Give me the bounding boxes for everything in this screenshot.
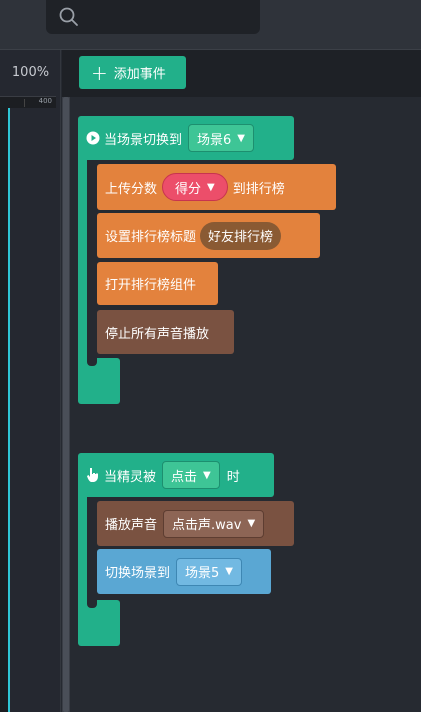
workspace-header: + 添加事件 <box>62 50 421 97</box>
upload-score-block[interactable]: 上传分数 得分 ▼ 到排行榜 <box>97 164 336 210</box>
dropdown-arrow-icon: ▼ <box>247 518 256 529</box>
top-bar <box>0 0 421 50</box>
dropdown-arrow-icon: ▼ <box>207 181 215 193</box>
stop-sounds-block[interactable]: 停止所有声音播放 <box>97 310 234 354</box>
end-cap-notch <box>87 358 97 366</box>
ruler: 400 <box>0 96 56 108</box>
target-scene-value: 场景5 <box>185 566 220 581</box>
event-trigger-label: 当精灵被 <box>104 469 157 485</box>
event-rail <box>78 140 87 365</box>
dropdown-arrow-icon: ▼ <box>237 132 245 144</box>
scroll-thumb[interactable] <box>63 97 69 712</box>
dropdown-arrow-icon: ▼ <box>203 469 211 481</box>
hand-pointer-icon <box>87 468 98 482</box>
open-label: 打开排行榜组件 <box>105 278 197 293</box>
action-dropdown[interactable]: 点击 ▼ <box>162 461 220 489</box>
end-cap-notch <box>87 600 97 608</box>
ruler-tick <box>24 99 25 107</box>
scene-value: 场景6 <box>197 132 232 148</box>
ruler-strip <box>0 108 8 712</box>
score-variable-dropdown[interactable]: 得分 ▼ <box>162 173 228 201</box>
vertical-guide <box>8 108 10 712</box>
upload-suffix: 到排行榜 <box>232 181 285 197</box>
add-event-label: 添加事件 <box>113 67 166 82</box>
add-event-button[interactable]: + 添加事件 <box>79 56 186 89</box>
plus-icon: + <box>91 60 108 85</box>
sound-dropdown[interactable]: 点击声.wav ▼ <box>163 509 265 538</box>
event-rail <box>78 476 87 606</box>
title-value: 好友排行榜 <box>208 230 274 245</box>
set-title-prefix: 设置排行榜标题 <box>105 230 197 245</box>
zoom-level[interactable]: 100% <box>11 65 50 80</box>
search-icon <box>59 7 78 26</box>
ruler-label: 400 <box>38 97 52 105</box>
open-leaderboard-block[interactable]: 打开排行榜组件 <box>97 262 218 305</box>
switch-prefix: 切换场景到 <box>105 566 171 581</box>
play-circle-icon <box>86 131 100 145</box>
set-title-block[interactable]: 设置排行榜标题 好友排行榜 <box>97 213 320 258</box>
vertical-scrollbar[interactable] <box>62 97 70 712</box>
event-block-sprite-click[interactable]: 当精灵被 点击 ▼ 时 <box>78 453 274 497</box>
play-prefix: 播放声音 <box>105 518 158 533</box>
upload-prefix: 上传分数 <box>105 181 158 197</box>
dropdown-arrow-icon: ▼ <box>225 566 233 577</box>
sound-value: 点击声.wav <box>172 518 242 533</box>
event-end-cap <box>78 600 120 646</box>
search-input[interactable] <box>46 0 260 34</box>
event-trigger-label: 当场景切换到 <box>104 132 183 148</box>
target-scene-dropdown[interactable]: 场景5 ▼ <box>176 557 242 586</box>
scene-dropdown[interactable]: 场景6 ▼ <box>188 124 254 152</box>
action-value: 点击 <box>171 469 198 485</box>
score-value: 得分 <box>175 181 202 197</box>
stop-label: 停止所有声音播放 <box>105 326 210 342</box>
event-suffix: 时 <box>226 469 240 485</box>
switch-scene-block[interactable]: 切换场景到 场景5 ▼ <box>97 549 271 594</box>
left-panel: 100% 400 <box>0 50 61 712</box>
play-sound-block[interactable]: 播放声音 点击声.wav ▼ <box>97 501 294 546</box>
event-block-scene-switch[interactable]: 当场景切换到 场景6 ▼ <box>78 116 294 160</box>
title-input[interactable]: 好友排行榜 <box>200 221 282 250</box>
event-end-cap <box>78 358 120 404</box>
